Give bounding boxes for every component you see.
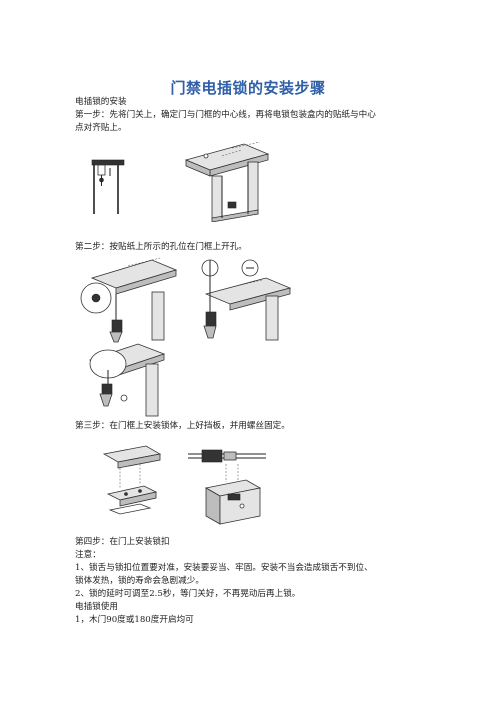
step3-figure-lock-body	[100, 444, 164, 524]
note1-line1: 1、锁舌与锁扣位置要对准，安装要妥当、牢固。安装不当会造成锁舌不到位、	[75, 563, 373, 573]
step2-figure-drill-left	[70, 256, 180, 344]
step1-text-line1: 第一步：先将门关上，确定门与门框的中心线，再将电锁包装盒内的贴纸与中心	[75, 110, 376, 120]
step1-figure-frame-sticker	[182, 142, 276, 222]
step1-text-line2: 点对齐贴上。	[75, 123, 127, 133]
note2-text: 2、锁的延时可调至2.5秒，等门关好，不再晃动后再上锁。	[75, 589, 301, 599]
section-heading-use: 电插锁使用	[75, 602, 118, 612]
step1-figure-door-profile	[88, 158, 128, 216]
step3-figure-strike-plate	[186, 444, 270, 528]
step2-text: 第二步：按贴纸上所示的孔位在门框上开孔。	[75, 242, 247, 252]
section-heading-install: 电插锁的安装	[75, 97, 127, 107]
use1-text: 1，木门90度或180度开启均可	[75, 615, 194, 625]
note-heading: 注意：	[75, 550, 101, 560]
document-title: 门禁电插锁的安装步骤	[170, 79, 326, 97]
note1-line2: 锁体发热，锁的寿命会急剧减少。	[75, 576, 204, 586]
step2-figure-drill-detail	[74, 340, 172, 418]
step3-text: 第三步：在门框上安装锁体，上好挡板，并用螺丝固定。	[75, 421, 290, 431]
step2-figure-drill-right	[196, 256, 296, 344]
step4-text: 第四步：在门上安装锁扣	[75, 537, 170, 547]
